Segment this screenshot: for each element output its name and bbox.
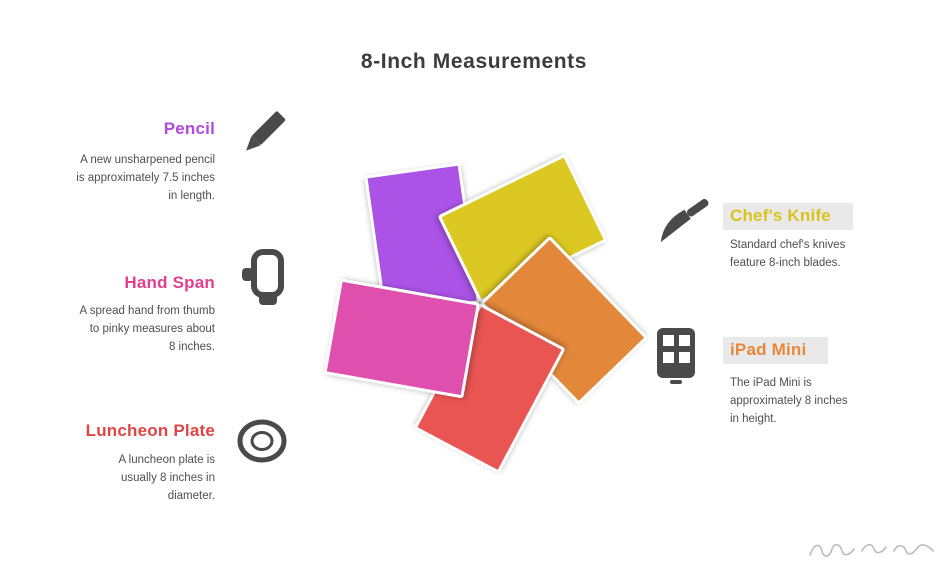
section-desc-pencil: A new unsharpened pencil is approximatel…	[76, 154, 215, 202]
watermark-signature	[809, 543, 934, 557]
knife-icon	[660, 198, 709, 243]
page-title: 8-Inch Measurements	[360, 50, 588, 73]
section-chefs-knife: Chef's Knife Standard chef's knives feat…	[723, 203, 930, 272]
section-title-hand-span: Hand Span	[124, 273, 215, 292]
section-desc-ipad-mini: The iPad Mini is approximately 8 inches …	[730, 377, 848, 425]
section-desc-hand-span: A spread hand from thumb to pinky measur…	[79, 305, 215, 353]
section-pencil: Pencil A new unsharpened pencil is appro…	[30, 118, 215, 205]
section-title-pencil: Pencil	[163, 119, 215, 138]
section-desc-luncheon-plate: A luncheon plate is usually 8 inches in …	[118, 454, 215, 502]
section-title-luncheon-plate: Luncheon Plate	[85, 421, 215, 440]
plate-icon	[237, 419, 287, 463]
section-title-ipad-mini: iPad Mini	[723, 337, 930, 364]
tablet-icon	[657, 328, 695, 384]
section-desc-chefs-knife: Standard chef's knives feature 8-inch bl…	[730, 239, 846, 269]
pencil-icon	[246, 111, 286, 151]
section-hand-span: Hand Span A spread hand from thumb to pi…	[30, 272, 215, 356]
section-title-chefs-knife: Chef's Knife	[723, 203, 930, 230]
section-luncheon-plate: Luncheon Plate A luncheon plate is usual…	[30, 420, 215, 505]
hand-icon	[242, 249, 284, 305]
section-ipad-mini: iPad Mini The iPad Mini is approximately…	[723, 337, 930, 428]
